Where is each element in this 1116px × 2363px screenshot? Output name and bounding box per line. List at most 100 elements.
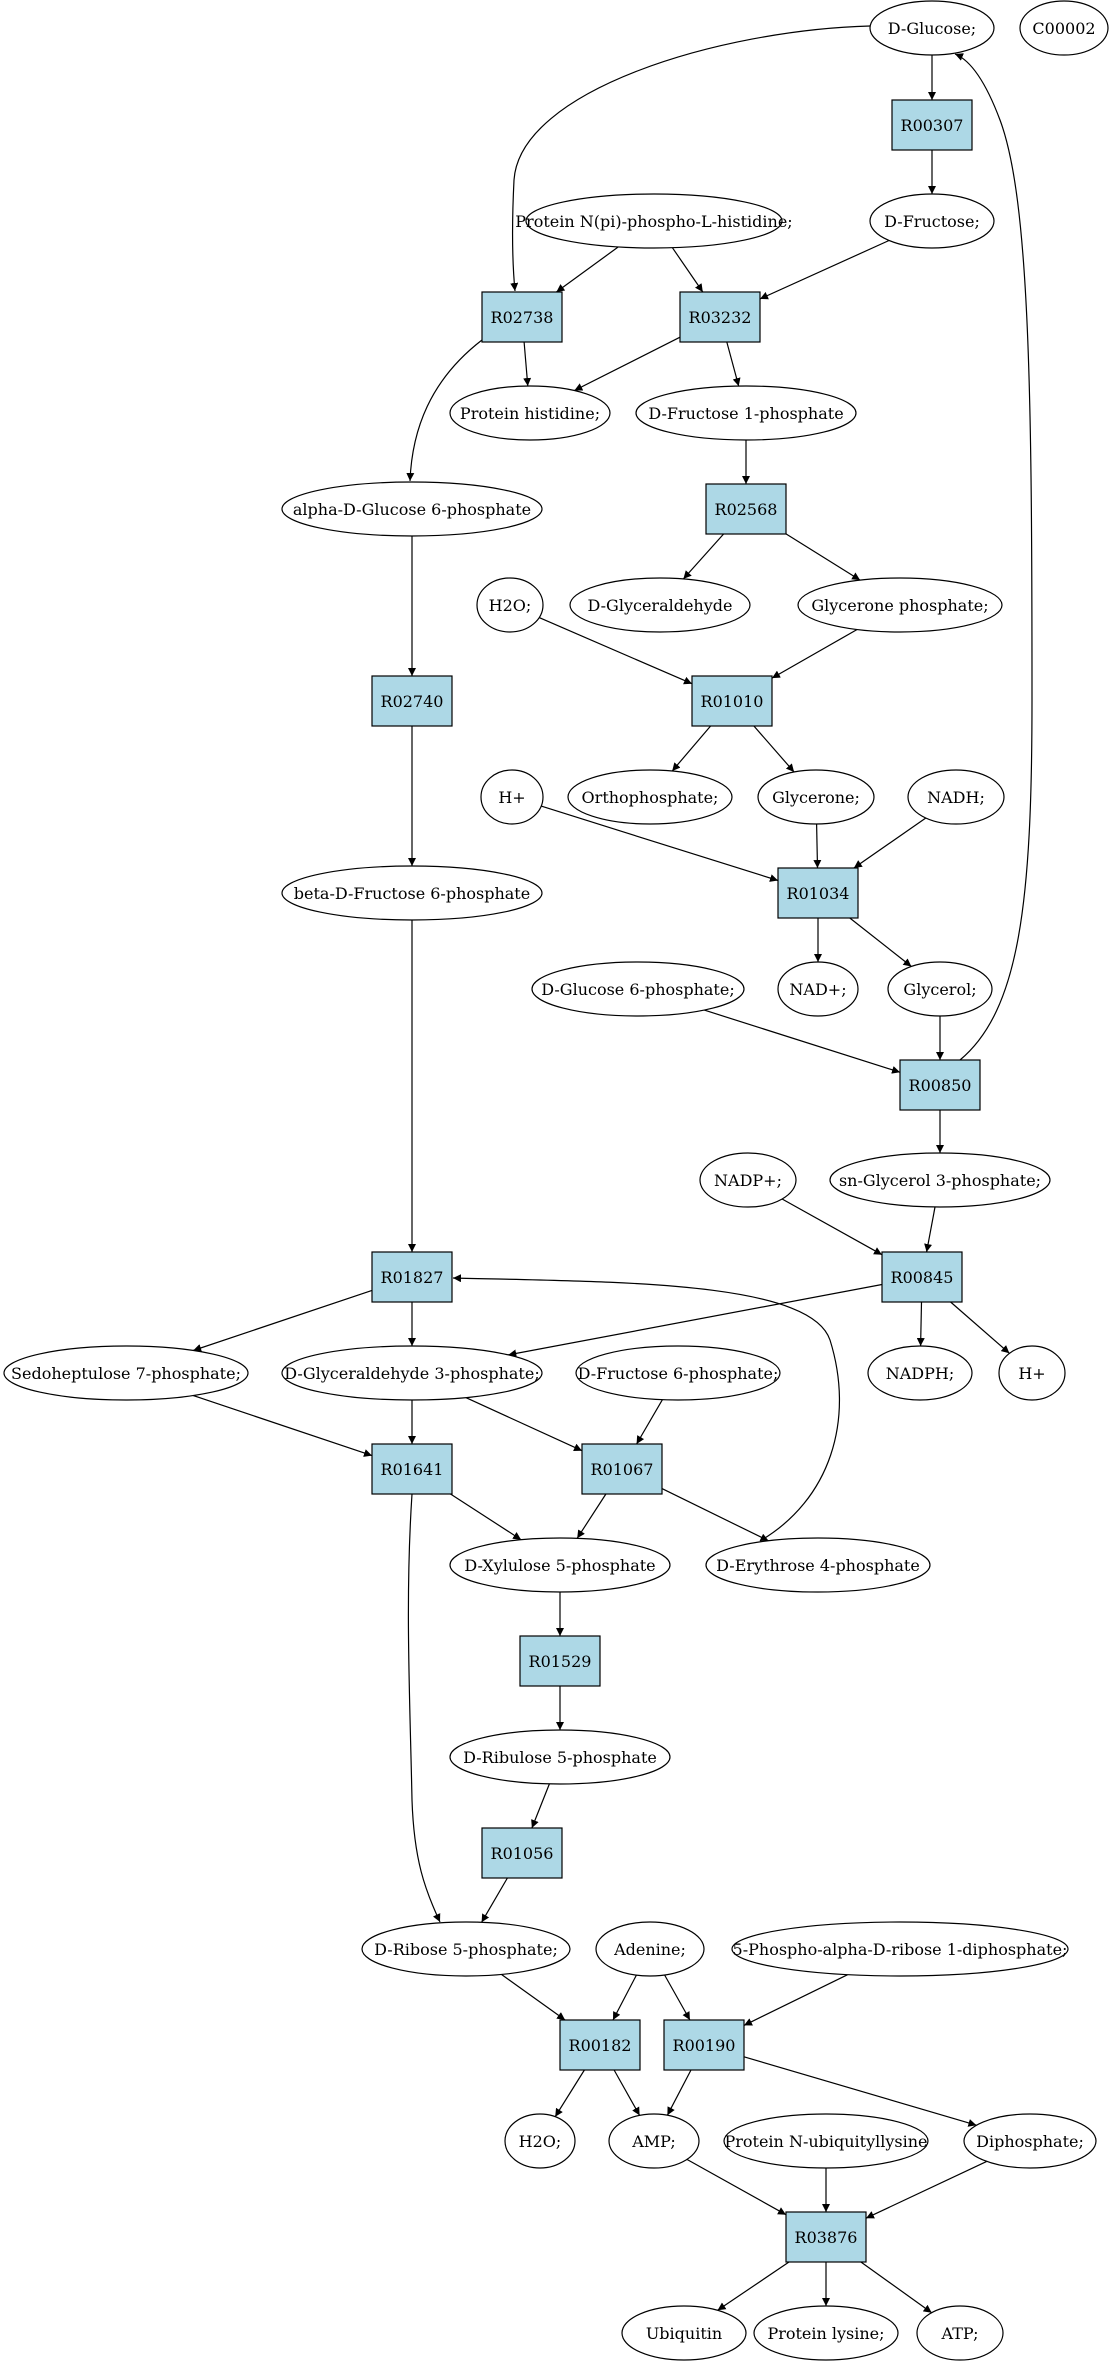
compound-shape — [569, 577, 751, 633]
compound-node-glycerone[interactable]: Glycerone; — [757, 769, 875, 825]
reaction-node-r00182[interactable]: R00182 — [559, 2019, 641, 2071]
reaction-label: R00850 — [909, 1076, 972, 1095]
reaction-label: R02738 — [491, 308, 554, 327]
compound-shape — [281, 481, 543, 537]
compound-label: Protein N-ubiquityllysine — [724, 2132, 927, 2151]
compound-node-ubiquitin[interactable]: Ubiquitin — [621, 2305, 747, 2361]
compound-node-nad-plus[interactable]: NAD+; — [777, 961, 859, 1017]
reaction-node-r01827[interactable]: R01827 — [371, 1251, 453, 1303]
edge-d-glc-6p-to-r00850 — [704, 1009, 901, 1074]
compound-node-protein-lysine[interactable]: Protein lysine; — [753, 2305, 899, 2361]
reaction-node-r01056[interactable]: R01056 — [481, 1827, 563, 1879]
compound-node-h2o-top[interactable]: H2O; — [476, 577, 544, 633]
compound-node-c00002[interactable]: C00002 — [1019, 0, 1109, 56]
compound-node-d-ribulose-5p[interactable]: D-Ribulose 5-phosphate — [449, 1729, 671, 1785]
compound-node-d-fructose[interactable]: D-Fructose; — [869, 193, 995, 249]
reaction-label: R00845 — [891, 1268, 954, 1287]
reaction-node-r03232[interactable]: R03232 — [679, 291, 761, 343]
compound-node-d-erythrose-4p[interactable]: D-Erythrose 4-phosphate — [705, 1537, 931, 1593]
reaction-node-r01529[interactable]: R01529 — [519, 1635, 601, 1687]
compound-label: D-Xylulose 5-phosphate — [464, 1556, 655, 1575]
reaction-label: R01010 — [701, 692, 764, 711]
compound-node-d-glc-6p[interactable]: D-Glucose 6-phosphate; — [531, 961, 745, 1017]
compound-node-glycerone-p[interactable]: Glycerone phosphate; — [797, 577, 1003, 633]
reaction-box — [881, 1251, 963, 1303]
compound-label: D-Fructose 6-phosphate; — [578, 1364, 779, 1383]
reaction-node-r02568[interactable]: R02568 — [705, 483, 787, 535]
compound-node-sn-glycerol-3p[interactable]: sn-Glycerol 3-phosphate; — [829, 1152, 1051, 1208]
compound-node-diphosphate[interactable]: Diphosphate; — [963, 2113, 1097, 2169]
edge-d-fru-6p-to-r01067 — [636, 1399, 663, 1445]
compound-shape — [869, 193, 995, 249]
compound-shape — [723, 2113, 929, 2169]
compound-node-d-gap[interactable]: D-Glyceraldehyde 3-phosphate; — [281, 1345, 543, 1401]
compound-node-h-plus-top[interactable]: H+ — [480, 769, 544, 825]
compound-node-protein-histidine[interactable]: Protein histidine; — [449, 385, 611, 441]
compound-label: C00002 — [1032, 19, 1095, 38]
compound-node-protein-n-ubiq[interactable]: Protein N-ubiquityllysine — [723, 2113, 929, 2169]
compound-node-beta-fru-6p[interactable]: beta-D-Fructose 6-phosphate — [281, 865, 543, 921]
compound-shape — [567, 769, 733, 825]
compound-label: NADP+; — [714, 1171, 782, 1190]
edge-sn-glycerol-3p-to-r00845 — [924, 1206, 936, 1253]
compound-node-h2o-bottom[interactable]: H2O; — [504, 2113, 576, 2169]
edge-r02568-to-d-glyceraldehyde — [682, 533, 725, 580]
compound-node-orthophosphate[interactable]: Orthophosphate; — [567, 769, 733, 825]
compound-label: D-Ribose 5-phosphate; — [374, 1940, 558, 1959]
reaction-node-r00845[interactable]: R00845 — [881, 1251, 963, 1303]
compound-label: sn-Glycerol 3-phosphate; — [839, 1171, 1041, 1190]
reaction-label: R00182 — [569, 2036, 632, 2055]
edge-r03876-to-atp — [860, 2261, 933, 2314]
compound-shape — [281, 865, 543, 921]
compound-node-d-ribose-5p[interactable]: D-Ribose 5-phosphate; — [361, 1921, 571, 1977]
compound-shape — [361, 1921, 571, 1977]
edge-r00190-to-amp — [666, 2069, 692, 2116]
compound-shape — [916, 2305, 1004, 2361]
compound-node-d-glyceraldehyde[interactable]: D-Glyceraldehyde — [569, 577, 751, 633]
compound-shape — [3, 1345, 249, 1401]
compound-label: AMP; — [631, 2132, 676, 2151]
compound-label: D-Glyceraldehyde — [588, 596, 733, 615]
reaction-box — [581, 1443, 663, 1495]
compound-node-d-xylulose-5p[interactable]: D-Xylulose 5-phosphate — [449, 1537, 671, 1593]
edge-r00845-to-nadph — [916, 1301, 925, 1347]
reaction-node-r00850[interactable]: R00850 — [899, 1059, 981, 1111]
compound-node-adenine[interactable]: Adenine; — [595, 1921, 705, 1977]
compound-label: D-Fructose; — [884, 212, 980, 231]
compound-label: NADH; — [927, 788, 985, 807]
compound-label: H2O; — [489, 596, 532, 615]
compound-node-sedoheptulose-7p[interactable]: Sedoheptulose 7-phosphate; — [3, 1345, 249, 1401]
reaction-node-r01641[interactable]: R01641 — [371, 1443, 453, 1495]
reaction-node-r01010[interactable]: R01010 — [691, 675, 773, 727]
reaction-node-r02740[interactable]: R02740 — [371, 675, 453, 727]
compound-node-nadh[interactable]: NADH; — [907, 769, 1005, 825]
reaction-node-r02738[interactable]: R02738 — [481, 291, 563, 343]
reaction-node-r03876[interactable]: R03876 — [785, 2211, 867, 2263]
compound-node-d-fru-6p[interactable]: D-Fructose 6-phosphate; — [575, 1345, 781, 1401]
compound-node-prpp[interactable]: 5-Phospho-alpha-D-ribose 1-diphosphate; — [731, 1921, 1069, 1977]
compound-label: D-Glucose 6-phosphate; — [541, 980, 734, 999]
compound-node-d-fructose-1p[interactable]: D-Fructose 1-phosphate — [635, 385, 857, 441]
reaction-label: R01067 — [591, 1460, 654, 1479]
compound-node-amp[interactable]: AMP; — [608, 2113, 700, 2169]
edge-layer — [193, 25, 1033, 2314]
reaction-node-r01067[interactable]: R01067 — [581, 1443, 663, 1495]
compound-shape — [998, 1345, 1066, 1401]
compound-label: beta-D-Fructose 6-phosphate — [294, 884, 530, 903]
compound-node-nadph[interactable]: NADPH; — [867, 1345, 973, 1401]
compound-node-atp[interactable]: ATP; — [916, 2305, 1004, 2361]
compound-node-protein-n-pi[interactable]: Protein N(pi)-phospho-L-histidine; — [515, 193, 793, 249]
compound-node-h-plus-bottom[interactable]: H+ — [998, 1345, 1066, 1401]
compound-shape — [525, 193, 783, 249]
compound-shape — [869, 0, 995, 56]
compound-node-glycerol[interactable]: Glycerol; — [887, 961, 993, 1017]
reaction-box — [559, 2019, 641, 2071]
reaction-node-r01034[interactable]: R01034 — [777, 867, 859, 919]
reaction-node-r00307[interactable]: R00307 — [891, 99, 973, 151]
reaction-node-r00190[interactable]: R00190 — [663, 2019, 745, 2071]
compound-shape — [829, 1152, 1051, 1208]
compound-node-d-glucose[interactable]: D-Glucose; — [869, 0, 995, 56]
compound-shape — [621, 2305, 747, 2361]
compound-node-alpha-glc-6p[interactable]: alpha-D-Glucose 6-phosphate — [281, 481, 543, 537]
compound-node-nadp-plus[interactable]: NADP+; — [699, 1152, 797, 1208]
